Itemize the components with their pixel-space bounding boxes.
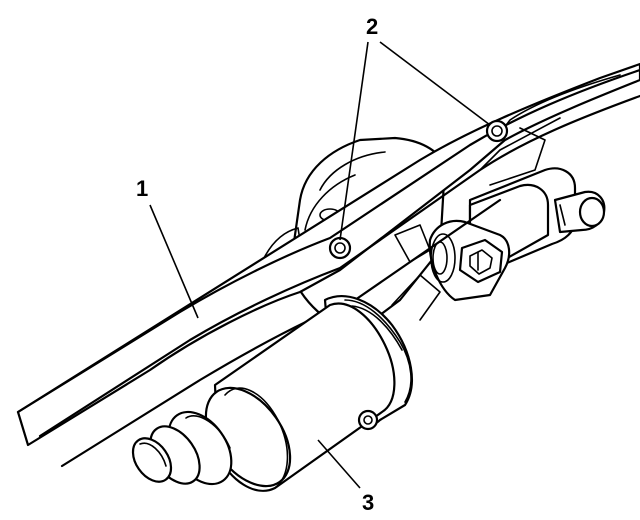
linkage-crank-arm (428, 167, 606, 302)
wiper-motor-body (131, 274, 441, 492)
mounting-bolt-upper (485, 119, 509, 143)
callout-label-3: 3 (362, 490, 374, 515)
callout-1-leader (149, 204, 199, 319)
mounting-bolt-lower (328, 236, 352, 260)
callout-label-2: 2 (366, 14, 378, 39)
callout-2-leaders (339, 41, 491, 241)
callout-3-leader (317, 439, 361, 489)
callout-label-1: 1 (136, 176, 148, 201)
